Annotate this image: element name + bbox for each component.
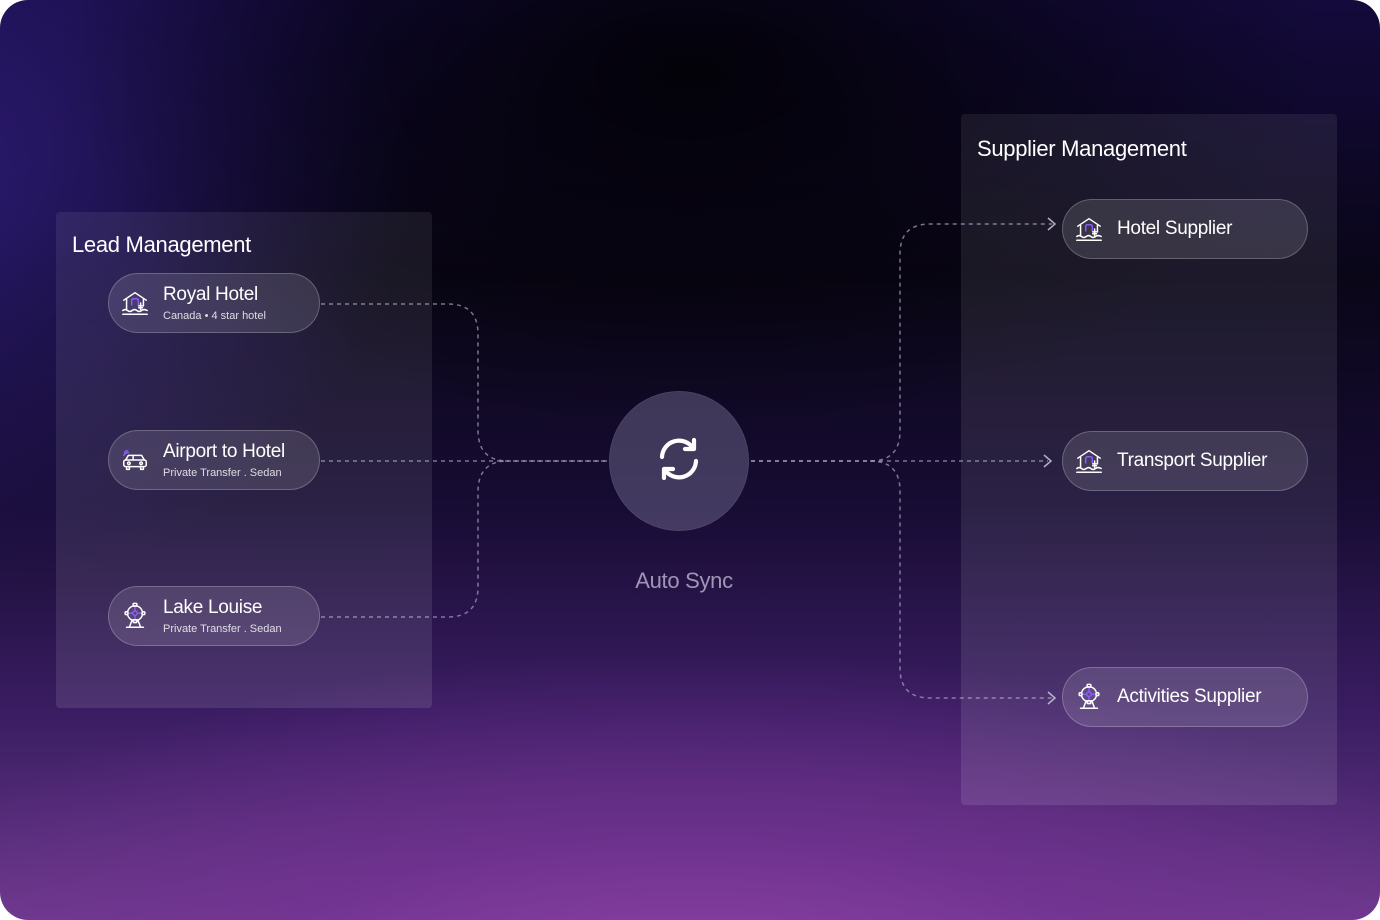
lead-management-title: Lead Management <box>72 232 251 257</box>
auto-sync-label: Auto Sync <box>635 568 733 593</box>
lead-item-royal-hotel[interactable]: Royal Hotel Canada • 4 star hotel <box>108 273 320 333</box>
lead-item-subtitle: Private Transfer . Sedan <box>163 466 282 479</box>
supplier-management-panel: Supplier Management <box>961 114 1337 805</box>
ferris-wheel-icon <box>1073 681 1105 713</box>
supplier-item-title: Transport Supplier <box>1117 450 1268 471</box>
supplier-item-title: Hotel Supplier <box>1117 218 1233 239</box>
supplier-item-hotel[interactable]: Hotel Supplier <box>1062 199 1308 259</box>
connector-royal-hotel <box>321 303 607 462</box>
lead-item-title: Lake Louise <box>163 596 263 618</box>
arrowhead-hotel-supplier <box>1047 217 1057 231</box>
supplier-item-activities[interactable]: Activities Supplier <box>1062 667 1308 727</box>
connector-activities-supplier <box>869 460 1052 699</box>
car-icon <box>119 444 151 476</box>
supplier-item-title: Activities Supplier <box>1117 686 1262 707</box>
arrowhead-transport-supplier <box>1043 454 1053 468</box>
lead-item-airport-to-hotel[interactable]: Airport to Hotel Private Transfer . Seda… <box>108 430 320 490</box>
hotel-icon <box>1073 213 1105 245</box>
ferris-wheel-icon <box>119 600 151 632</box>
hotel-icon <box>119 287 151 319</box>
auto-sync-button[interactable] <box>609 391 749 531</box>
connector-lake-louise <box>321 460 509 618</box>
sync-icon <box>653 433 705 490</box>
lead-item-lake-louise[interactable]: Lake Louise Private Transfer . Sedan <box>108 586 320 646</box>
hotel-icon <box>1073 445 1105 477</box>
arrowhead-activities-supplier <box>1047 691 1057 705</box>
lead-item-subtitle: Canada • 4 star hotel <box>163 309 266 322</box>
connector-hotel-supplier <box>751 223 1052 462</box>
lead-item-title: Royal Hotel <box>163 283 258 305</box>
lead-item-title: Airport to Hotel <box>163 440 285 462</box>
supplier-item-transport[interactable]: Transport Supplier <box>1062 431 1308 491</box>
lead-item-subtitle: Private Transfer . Sedan <box>163 622 282 635</box>
supplier-management-title: Supplier Management <box>977 136 1187 161</box>
